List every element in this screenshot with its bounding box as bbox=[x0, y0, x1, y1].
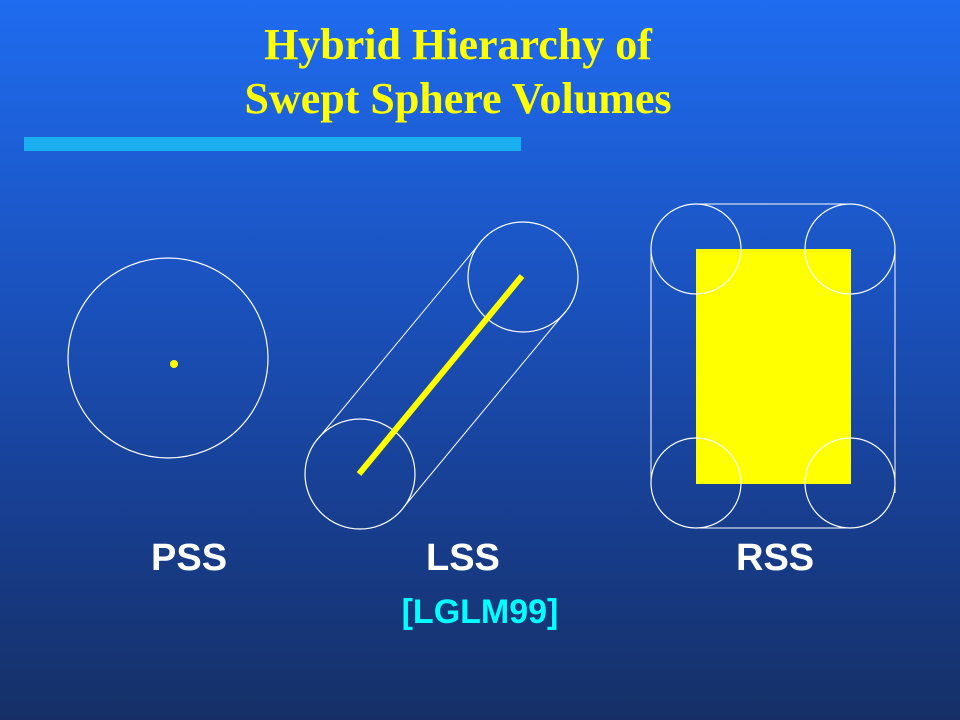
rss-corner-sphere-top-right bbox=[804, 203, 896, 295]
lss-core-segment bbox=[356, 274, 525, 476]
citation: [LGLM99] bbox=[401, 593, 559, 631]
lss-label: LSS bbox=[426, 537, 500, 579]
title-line-1: Hybrid Hierarchy of bbox=[264, 20, 652, 69]
rss-corner-sphere-top-left bbox=[650, 203, 742, 295]
title-line-2: Swept Sphere Volumes bbox=[244, 74, 672, 123]
rss-corner-sphere-bottom-left bbox=[650, 437, 742, 529]
rss-core-rectangle bbox=[696, 249, 851, 484]
slide-title: Hybrid Hierarchy of Swept Sphere Volumes bbox=[0, 18, 916, 126]
lss-end-sphere-bottom bbox=[304, 418, 416, 530]
title-accent-bar bbox=[24, 137, 521, 151]
pss-sphere-outline bbox=[67, 257, 269, 459]
pss-label: PSS bbox=[151, 537, 228, 579]
rss-corner-sphere-bottom-right bbox=[804, 437, 896, 529]
rss-shape bbox=[650, 203, 896, 529]
pss-core-point bbox=[170, 360, 178, 368]
lss-shape bbox=[304, 221, 579, 530]
rss-label: RSS bbox=[736, 537, 815, 579]
pss-shape bbox=[67, 257, 269, 459]
lss-hull-edge-right bbox=[402, 310, 567, 509]
lss-hull-edge-left bbox=[316, 242, 481, 441]
lss-end-sphere-top bbox=[467, 221, 579, 333]
